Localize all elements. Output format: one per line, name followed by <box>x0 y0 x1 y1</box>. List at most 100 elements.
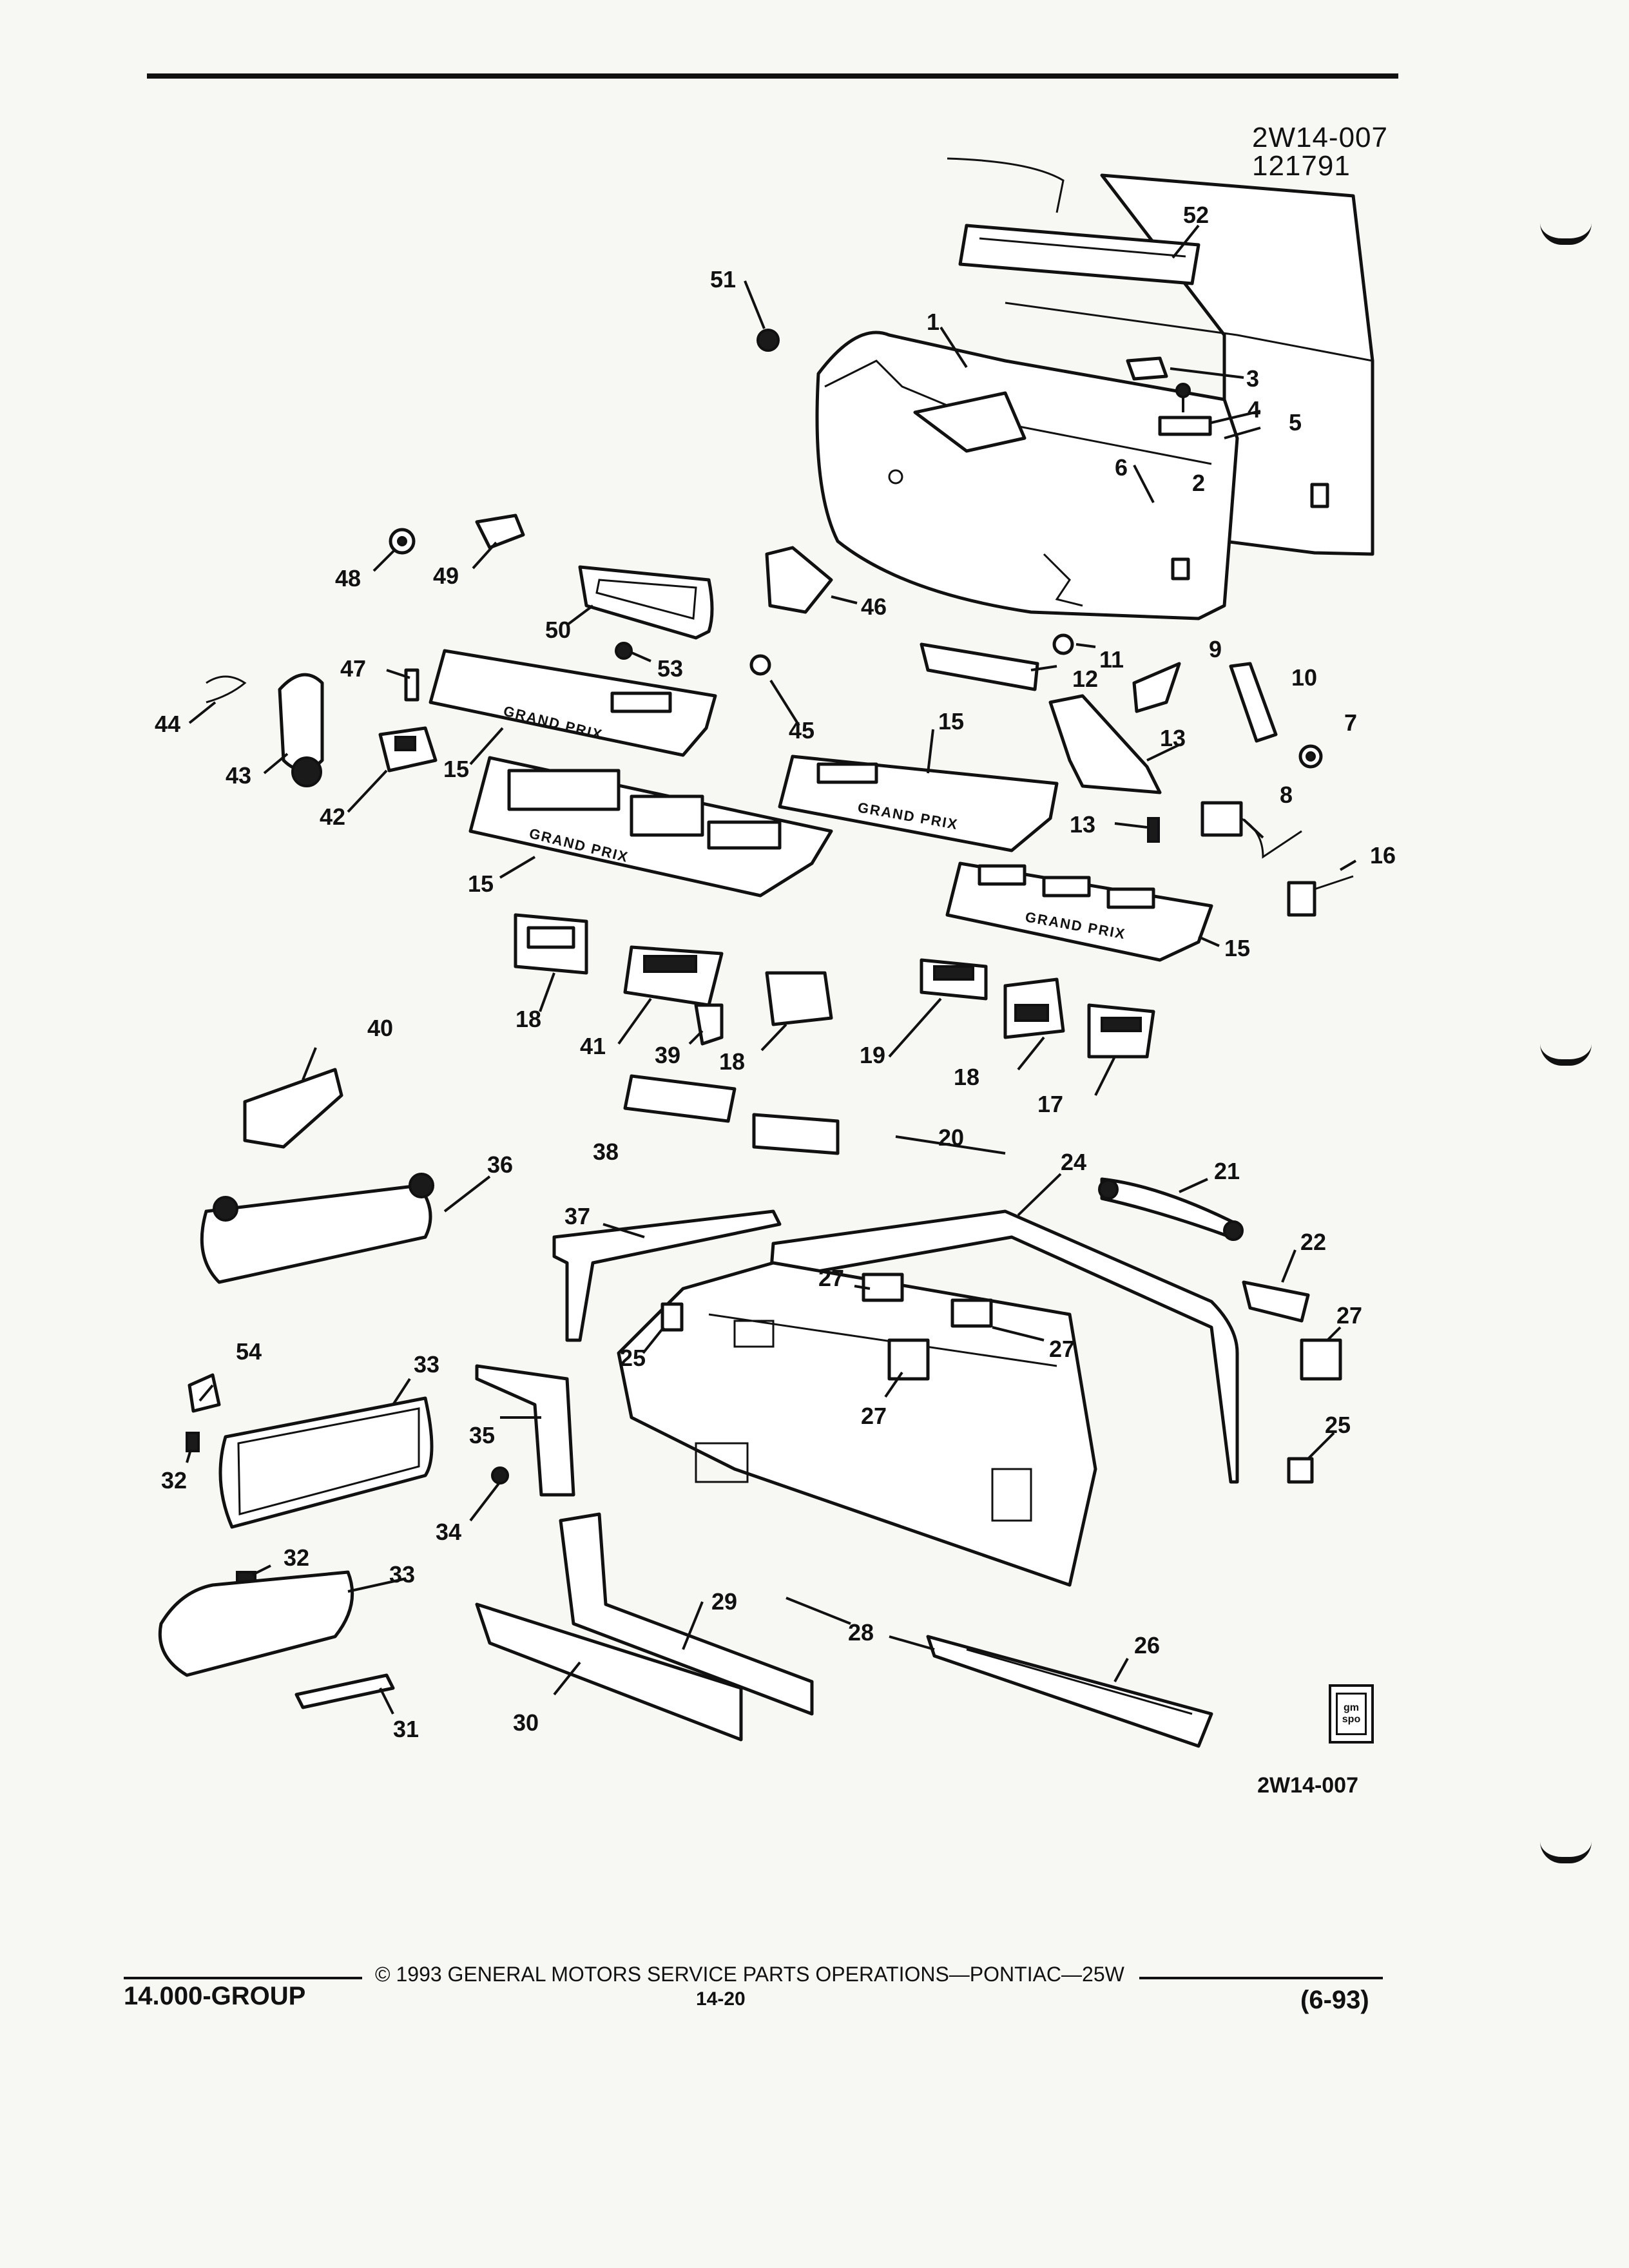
callout-25: 25 <box>620 1345 646 1371</box>
callout-4: 4 <box>1248 396 1260 423</box>
part-32-setscrew-upper <box>186 1432 200 1452</box>
callout-48: 48 <box>335 565 361 591</box>
part-26-scuff-plate <box>926 1635 1213 1748</box>
callout-20: 20 <box>938 1124 964 1151</box>
part-52-grommet <box>757 329 780 352</box>
part-18-switch-center <box>765 971 833 1026</box>
callout-45: 45 <box>789 717 815 744</box>
part-29-sill-trim <box>559 1512 814 1716</box>
part-43-window-crank <box>278 673 324 787</box>
part-31-cover <box>294 1673 395 1709</box>
headliner-panel <box>617 1261 1097 1587</box>
callout-32: 32 <box>161 1467 187 1494</box>
part-36-sun-visor <box>200 1173 434 1284</box>
part-45-screw <box>749 654 771 676</box>
callout-15: 15 <box>443 756 469 782</box>
callout-49: 49 <box>433 562 459 589</box>
callout-5: 5 <box>1289 409 1302 436</box>
part-18-switch-left <box>514 913 588 975</box>
part-15-trim-plate-right: GRAND PRIX <box>945 861 1213 962</box>
binder-mark <box>1540 1841 1592 1863</box>
leader-lines <box>186 224 1357 1715</box>
part-44-retainer-clip <box>206 675 247 704</box>
part-39-clip <box>694 1003 724 1046</box>
part-34-screw <box>491 1466 509 1485</box>
callout-15: 15 <box>468 870 494 897</box>
callout-22: 22 <box>1300 1229 1326 1255</box>
callout-50: 50 <box>545 617 571 643</box>
part-25-clip-right <box>1287 1457 1314 1484</box>
part-21-grab-handle <box>1098 1177 1244 1241</box>
part-38-panel <box>623 1074 737 1123</box>
part-3-lens <box>1126 356 1168 381</box>
callout-12: 12 <box>1072 666 1098 692</box>
callout-36: 36 <box>487 1151 513 1178</box>
callout-28: 28 <box>848 1619 874 1646</box>
callout-27: 27 <box>818 1265 844 1291</box>
callout-18: 18 <box>516 1006 541 1032</box>
callout-24: 24 <box>1061 1149 1086 1175</box>
part-27-clip-d <box>1300 1338 1342 1381</box>
callout-37: 37 <box>564 1203 590 1229</box>
callout-44: 44 <box>155 711 180 737</box>
part-19-bezel <box>752 1113 840 1155</box>
callout-27: 27 <box>1336 1302 1362 1329</box>
part-25-clip-left <box>660 1302 684 1332</box>
callout-15: 15 <box>938 708 964 735</box>
callout-18: 18 <box>719 1048 745 1075</box>
part-4-switch-bezel <box>1158 416 1212 436</box>
callout-17: 17 <box>1037 1091 1063 1117</box>
part-14-screw <box>1147 817 1160 843</box>
callout-2: 2 <box>1192 470 1205 496</box>
gm-spo-logo: gm spo <box>1329 1684 1374 1744</box>
gm-spo-logo-text: gm spo <box>1336 1693 1367 1735</box>
part-30-sill-plate <box>475 1602 743 1742</box>
part-50-handle-bezel <box>578 565 714 640</box>
part-53-upper-trim-strip <box>958 224 1200 285</box>
callout-25: 25 <box>1325 1412 1351 1438</box>
figure-code: 2W14-007 <box>1251 122 1388 153</box>
callout-27: 27 <box>861 1403 887 1429</box>
part-22-cover <box>1242 1280 1310 1323</box>
part-47-screw <box>404 668 419 702</box>
callout-51: 53 <box>657 655 683 682</box>
callout-41: 40 <box>367 1015 393 1041</box>
part-11-nut <box>1052 633 1074 655</box>
footer-rule-right <box>1139 1977 1383 1979</box>
callout-3: 3 <box>1246 365 1259 392</box>
callout-54: 54 <box>236 1338 262 1365</box>
callout-33: 33 <box>389 1561 415 1588</box>
callout-labels: 52 51 1 3 4 5 2 6 48 49 46 50 53 47 44 4… <box>155 202 1396 1742</box>
callout-38: 38 <box>593 1139 619 1165</box>
callout-14: 13 <box>1070 811 1095 838</box>
part-27-clip-c <box>887 1338 930 1381</box>
callout-39: 39 <box>655 1042 680 1068</box>
callout-33: 33 <box>414 1351 439 1378</box>
part-18-switch-right <box>1003 977 1065 1039</box>
part-51-screw <box>615 642 651 662</box>
callout-43: 43 <box>226 762 251 789</box>
callout-46: 46 <box>861 593 887 620</box>
revision-date: (6-93) <box>1300 1986 1369 2014</box>
part-7-nut <box>1298 744 1323 769</box>
page-number: 14-20 <box>696 1988 746 2010</box>
figure-code-footer: 2W14-007 <box>1257 1773 1358 1798</box>
callout-40: 41 <box>580 1033 606 1059</box>
part-41-pocket <box>243 1068 343 1149</box>
callout-13: 13 <box>1160 725 1186 751</box>
part-46-switch-plate <box>765 546 833 614</box>
group-label: 14.000-GROUP <box>124 1982 306 2010</box>
callout-53: 52 <box>1183 202 1209 228</box>
callout-15: 15 <box>1224 935 1250 961</box>
part-17-switch <box>1087 1003 1155 1059</box>
callout-21: 21 <box>1214 1158 1240 1184</box>
part-1-door-trim-panel <box>815 331 1239 620</box>
callout-16: 16 <box>1370 842 1396 869</box>
callout-42: 42 <box>320 803 345 830</box>
callout-7: 7 <box>1344 709 1357 736</box>
callout-52: 51 <box>710 266 736 293</box>
callout-35: 35 <box>469 1422 495 1448</box>
callout-34: 34 <box>436 1519 461 1545</box>
callout-30: 30 <box>513 1709 539 1736</box>
part-19-switch-housing <box>920 958 988 1001</box>
